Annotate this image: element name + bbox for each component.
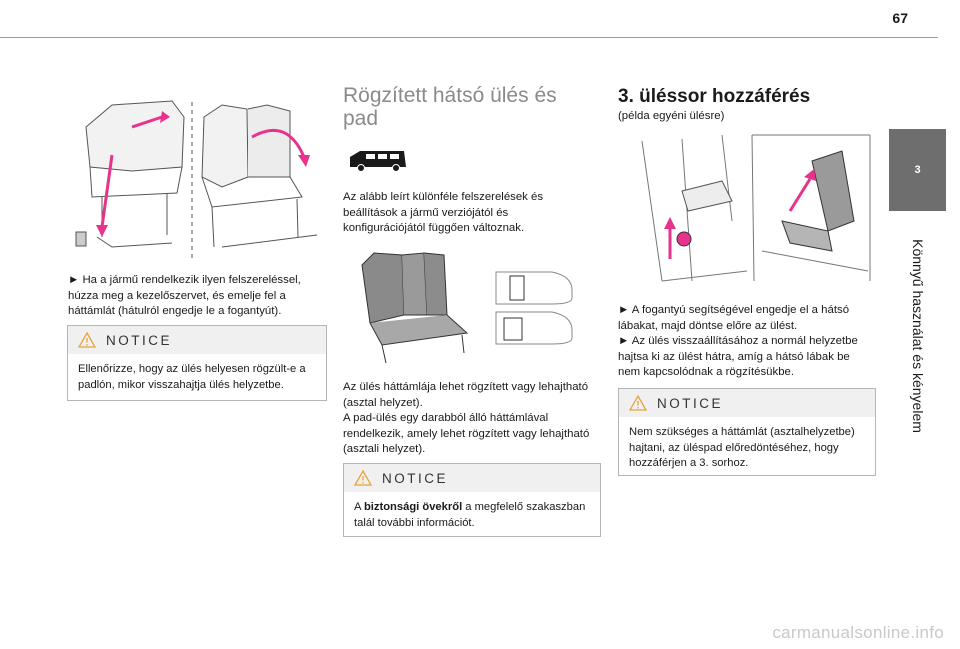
bench-seat-illustration bbox=[352, 245, 477, 370]
notice-header-2: NOTICE bbox=[344, 464, 600, 492]
notice-body-1: Ellenőrizze, hogy az ülés helyesen rögzü… bbox=[78, 363, 306, 391]
access-step-1: ► A fogantyú segítségével engedje el a h… bbox=[618, 304, 850, 332]
chapter-title: Könnyű használat és kényelem bbox=[881, 216, 955, 456]
section-heading-fixed-seat: Rögzített hátsó ülés és pad bbox=[343, 84, 557, 130]
notice-body-2-pre: A bbox=[354, 501, 364, 513]
section-subheading: (példa egyéni ülésre) bbox=[618, 110, 725, 122]
notice-body-3: Nem szükséges a háttámlát (asztalhelyzet… bbox=[629, 426, 855, 469]
van-silhouette-icon bbox=[346, 147, 410, 173]
section-heading-third-row: 3. üléssor hozzáférés bbox=[618, 86, 811, 107]
warning-triangle-icon bbox=[354, 470, 372, 486]
footer-watermark: carmanualsonline.info bbox=[772, 623, 944, 642]
notice-body-2: A biztonsági övekről a megfelelő szakasz… bbox=[344, 492, 600, 539]
warning-triangle-icon bbox=[629, 395, 647, 411]
notice-header-3: NOTICE bbox=[619, 389, 875, 417]
third-row-access-drawing bbox=[641, 134, 871, 282]
chapter-title-text: Könnyű használat és kényelem bbox=[910, 239, 926, 433]
variant-intro: Az alább leírt különféle felszerelések é… bbox=[343, 191, 544, 234]
notice-title-3: NOTICE bbox=[657, 395, 724, 411]
notice-box-3: NOTICE Nem szükséges a háttámlát (asztal… bbox=[618, 388, 876, 476]
seat-release-instruction: ► Ha a jármű rendelkezik ilyen felszerel… bbox=[68, 274, 301, 317]
van-layout-diagram bbox=[492, 268, 577, 348]
chapter-tab[interactable]: 3 bbox=[889, 129, 946, 211]
top-rule bbox=[0, 37, 938, 38]
seat-release-illustration bbox=[72, 97, 324, 267]
seatbelt-link[interactable]: biztonsági övekről bbox=[363, 501, 463, 513]
access-step-2: ► Az ülés visszaállításához a normál hel… bbox=[618, 335, 858, 378]
seat-release-drawing bbox=[75, 100, 318, 262]
notice-title-2: NOTICE bbox=[382, 470, 449, 486]
bench-description: A pad-ülés egy darabból álló háttámlával… bbox=[343, 412, 590, 455]
warning-triangle-icon bbox=[78, 332, 96, 348]
seatback-description: Az ülés háttámlája lehet rögzített vagy … bbox=[343, 381, 589, 409]
notice-box-1: NOTICE Ellenőrizze, hogy az ülés helyese… bbox=[67, 325, 327, 401]
page-number: 67 bbox=[892, 10, 908, 26]
notice-title-1: NOTICE bbox=[106, 332, 173, 348]
notice-box-2: NOTICE A biztonsági övekről a megfelelő … bbox=[343, 463, 601, 537]
bench-seat-drawing bbox=[361, 252, 469, 364]
third-row-access-illustration bbox=[622, 131, 872, 289]
van-layout-drawing bbox=[495, 271, 573, 345]
notice-body-2-post: a megfelelő szakaszban talál további inf… bbox=[354, 501, 586, 529]
notice-header-1: NOTICE bbox=[68, 326, 326, 354]
